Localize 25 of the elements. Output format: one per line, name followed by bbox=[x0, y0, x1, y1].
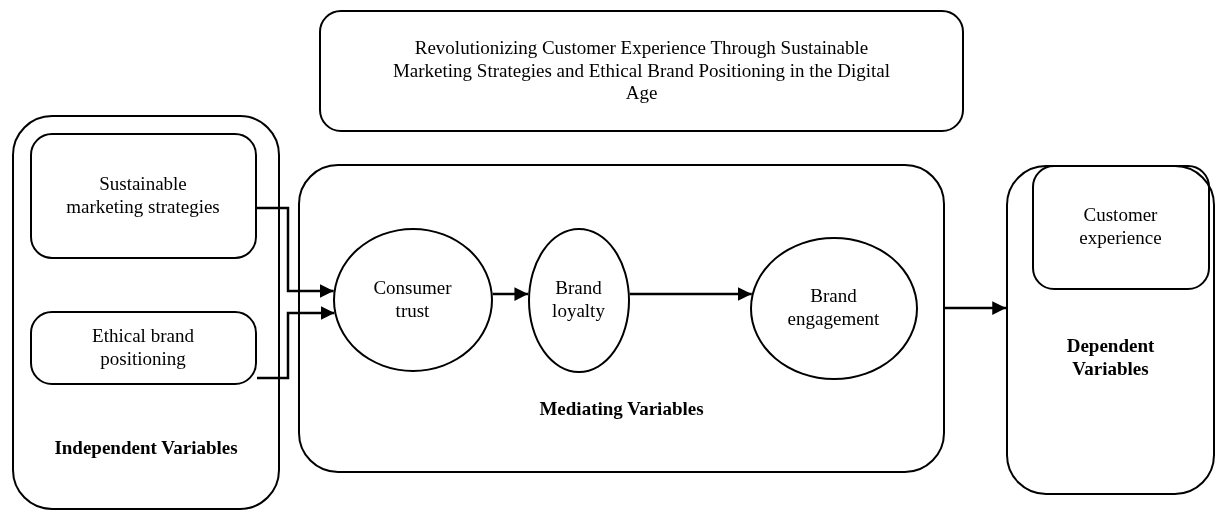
arrow bbox=[629, 287, 752, 301]
arrow bbox=[945, 301, 1006, 315]
variable-ellipse bbox=[332, 227, 493, 372]
variable-box bbox=[29, 132, 257, 259]
variable-ellipse bbox=[527, 227, 630, 373]
arrow bbox=[257, 306, 335, 380]
title-text: Revolutionizing Customer Experience Through Sustainable Marketing Strategies and Ethical Brand Positioning in the Digital Age bbox=[391, 36, 892, 106]
variable-label: Consumer trust bbox=[372, 276, 453, 323]
title-box bbox=[319, 10, 964, 132]
variable-label: Customer experience bbox=[1078, 204, 1163, 250]
variable-box bbox=[29, 310, 257, 385]
variable-label: Sustainable marketing strategies bbox=[65, 172, 221, 219]
variables-group bbox=[12, 115, 280, 510]
arrow bbox=[257, 206, 334, 298]
group-heading: Mediating Variables bbox=[538, 398, 705, 421]
variables-group bbox=[1006, 165, 1215, 495]
variable-label: Brand loyalty bbox=[551, 277, 606, 323]
variable-label: Ethical brand positioning bbox=[91, 324, 195, 371]
group-heading: Independent Variables bbox=[53, 437, 239, 460]
arrow bbox=[492, 287, 529, 301]
variable-ellipse bbox=[749, 236, 918, 380]
variable-box bbox=[1031, 164, 1210, 290]
variables-group bbox=[298, 164, 945, 473]
variable-label: Brand engagement bbox=[786, 285, 881, 331]
group-heading: Dependent Variables bbox=[1065, 335, 1156, 381]
